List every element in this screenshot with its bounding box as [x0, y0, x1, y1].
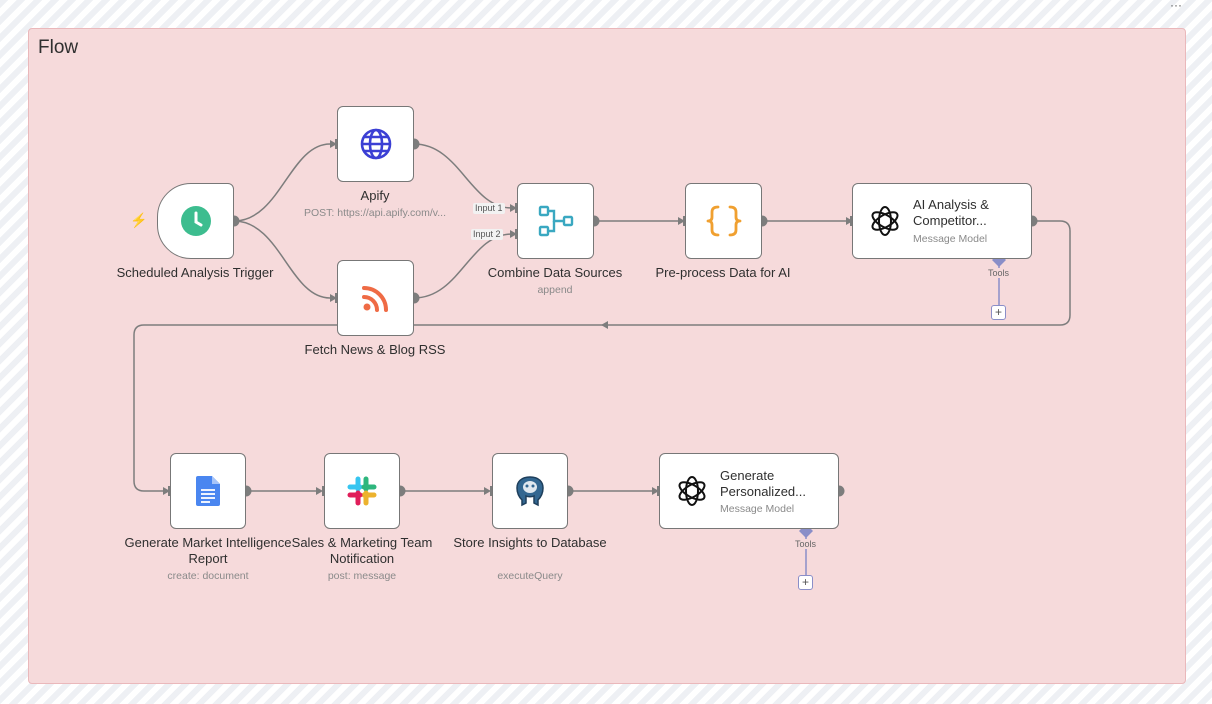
- node-subtitle-report: create: document: [167, 570, 249, 582]
- node-title-trigger: Scheduled Analysis Trigger: [116, 265, 274, 280]
- node-title-report: Generate Market Intelligence Report: [124, 535, 292, 566]
- node-database[interactable]: [492, 453, 568, 529]
- arrowhead: [330, 140, 337, 148]
- edge-trigger-rss: [233, 220, 331, 299]
- node-title-ai-analysis: AI Analysis & Competitor...: [913, 197, 989, 228]
- tools-label-ai-analysis: Tools: [987, 268, 1011, 278]
- node-title-rss: Fetch News & Blog RSS: [304, 342, 446, 357]
- node-subtitle-ai-analysis: Message Model: [913, 233, 988, 245]
- node-rss[interactable]: [337, 260, 414, 336]
- node-title-personalized: Generate Personalized...: [720, 468, 806, 499]
- node-title-slack: Sales & Marketing Team Notification: [291, 535, 433, 566]
- slack-icon: [325, 454, 399, 528]
- node-title-apify: Apify: [360, 188, 390, 203]
- arrowhead: [510, 230, 517, 238]
- trigger-bolt-icon: ⚡: [130, 212, 148, 228]
- edge-ai-report: [133, 220, 1071, 492]
- arrowhead: [163, 487, 170, 495]
- merge-icon: [518, 184, 593, 258]
- node-preprocess[interactable]: [685, 183, 762, 259]
- node-personalized[interactable]: [659, 453, 839, 529]
- tools-label-personalized: Tools: [794, 539, 818, 549]
- node-slack[interactable]: [324, 453, 400, 529]
- arrowhead: [678, 217, 685, 225]
- node-subtitle-personalized: Message Model: [720, 503, 795, 515]
- rss-icon: [338, 261, 413, 335]
- google-docs-icon: [171, 454, 245, 528]
- node-combine-data[interactable]: [517, 183, 594, 259]
- edge-trigger-apify: [233, 143, 331, 222]
- globe-icon: [338, 107, 413, 181]
- arrowhead: [484, 487, 491, 495]
- node-title-merge: Combine Data Sources: [487, 265, 623, 280]
- frame-title: Flow: [38, 37, 79, 58]
- node-apify[interactable]: [337, 106, 414, 182]
- input-1-label: Input 1: [473, 203, 505, 214]
- arrowhead: [316, 487, 323, 495]
- node-subtitle-database: executeQuery: [497, 570, 563, 582]
- node-subtitle-merge: append: [537, 284, 573, 296]
- input-2-label: Input 2: [471, 229, 503, 240]
- mid-arrow: [601, 321, 608, 329]
- postgres-icon: [493, 454, 567, 528]
- node-report[interactable]: [170, 453, 246, 529]
- node-subtitle-slack: post: message: [327, 570, 397, 582]
- arrowhead: [846, 217, 853, 225]
- add-tool-button-ai-analysis[interactable]: +: [991, 305, 1006, 320]
- arrowhead: [652, 487, 659, 495]
- clock-icon: [158, 184, 233, 258]
- openai-icon: [853, 184, 917, 258]
- flow-frame: [28, 28, 1186, 684]
- add-tool-button-personalized[interactable]: +: [798, 575, 813, 590]
- node-scheduled-trigger[interactable]: [157, 183, 234, 259]
- arrowhead: [510, 204, 517, 212]
- node-ai-analysis[interactable]: [852, 183, 1032, 259]
- canvas-menu-button[interactable]: ···: [1170, 0, 1182, 12]
- node-title-database: Store Insights to Database: [453, 535, 607, 550]
- arrowhead: [330, 294, 337, 302]
- openai-icon: [660, 454, 724, 528]
- node-subtitle-apify: POST: https://api.apify.com/v...: [304, 207, 446, 219]
- node-title-preprocess: Pre-process Data for AI: [655, 265, 791, 280]
- code-braces-icon: [686, 184, 761, 258]
